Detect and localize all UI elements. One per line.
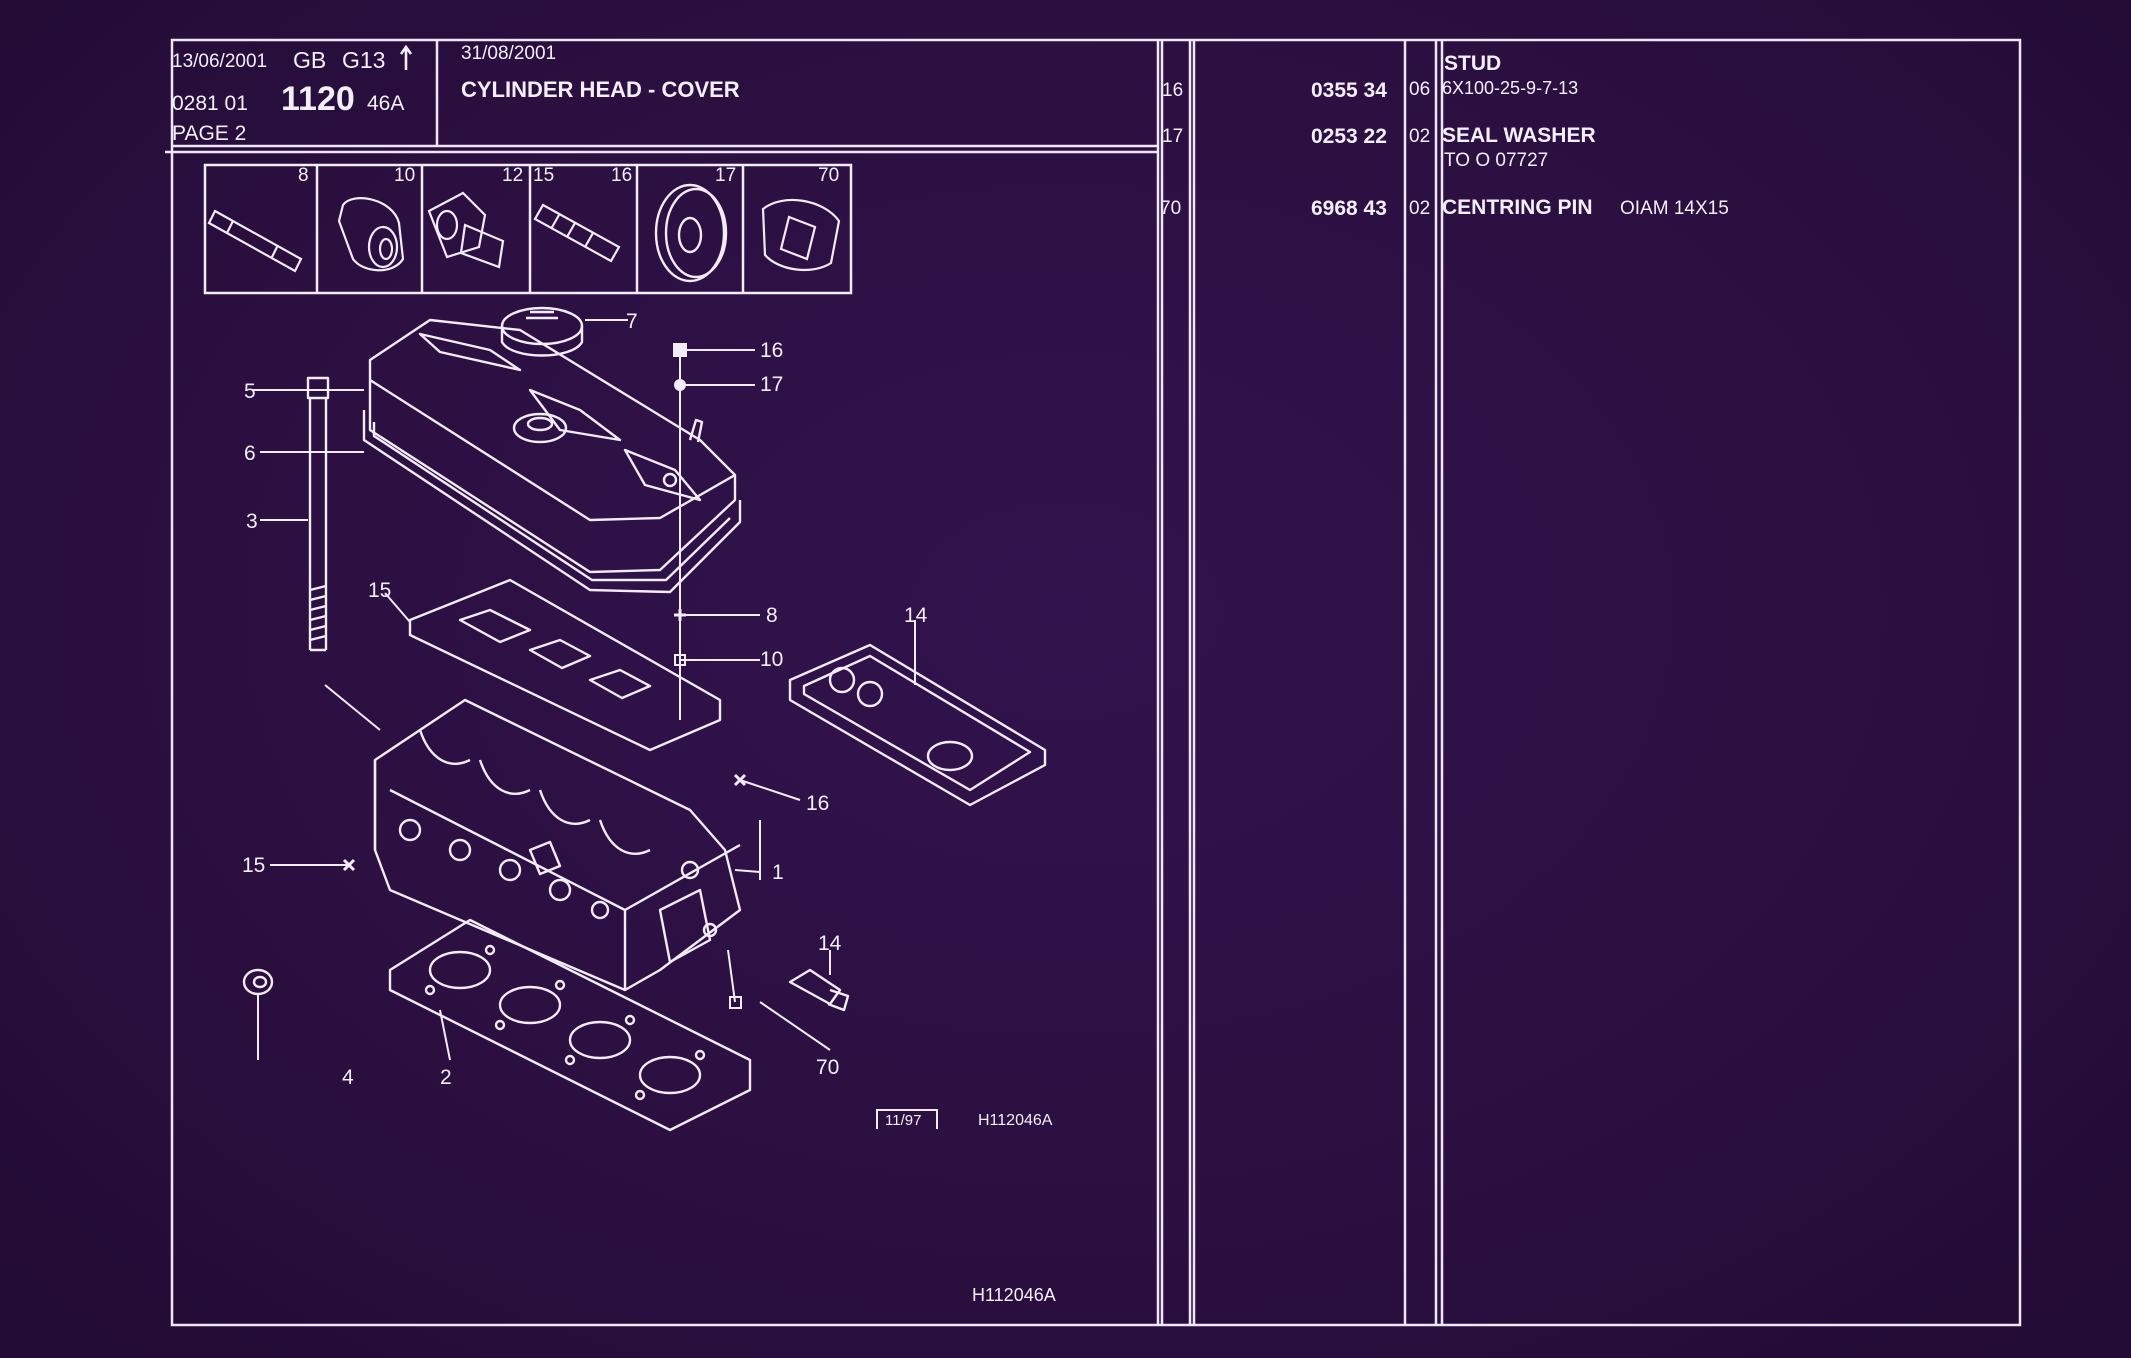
drawing-ref-bottom: H112046A: [972, 1285, 1056, 1305]
row-ref: 16: [1162, 80, 1184, 101]
kit-label-12: 12: [502, 165, 524, 186]
oil-filler-cap: [500, 306, 584, 357]
callout-1: 1: [772, 861, 784, 884]
callout-4: 4: [342, 1066, 354, 1089]
callout-5: 5: [244, 380, 256, 403]
callout-14: 14: [818, 932, 842, 955]
page-number: PAGE 2: [172, 122, 247, 145]
row-qty: 02: [1409, 198, 1431, 219]
row-note: TO O 07727: [1444, 150, 1549, 171]
cover-gasket: [362, 410, 742, 594]
row-qty: 06: [1409, 79, 1431, 100]
catalog-code-prefix: 0281 01: [172, 92, 248, 115]
callout-10: 10: [760, 648, 784, 671]
rocker-cover: [368, 318, 737, 574]
catalog-code-suffix: 46A: [367, 92, 405, 115]
row-name: STUD: [1444, 52, 1502, 75]
revision-stamp: 11/97: [885, 1112, 922, 1129]
row-partno: 0355 34: [1311, 79, 1387, 102]
language-code: GB: [293, 47, 327, 73]
row-ref: 70: [1160, 198, 1182, 219]
exploded-view-diagram: [242, 306, 1047, 1132]
callout-13: 14: [904, 604, 928, 627]
kit-label-10: 10: [394, 165, 416, 186]
callout-6: 6: [244, 442, 256, 465]
arrow-up-icon: [399, 44, 413, 70]
row-spec: OIAM 14X15: [1620, 198, 1729, 219]
callout-17: 17: [760, 373, 784, 396]
kit-label-70: 70: [818, 165, 840, 186]
temperature-sensor: [788, 968, 850, 1012]
callout-2: 2: [440, 1066, 452, 1089]
cylinder-head-bolt: [306, 376, 330, 652]
row-name: CENTRING PIN: [1442, 196, 1593, 219]
callout-11: 15: [368, 579, 392, 602]
row-qty: 02: [1409, 126, 1431, 147]
update-date: 31/08/2001: [461, 43, 557, 64]
head-gasket: [388, 918, 752, 1132]
drawing-ref-small: H112046A: [978, 1112, 1053, 1129]
baffle-plate: [408, 578, 722, 752]
row-partno: 0253 22: [1311, 125, 1387, 148]
row-ref: 17: [1162, 126, 1184, 147]
cylinder-head: [373, 698, 742, 992]
side-cover: [788, 643, 1047, 807]
kit-label-8: 8: [298, 165, 309, 186]
callout-7: 7: [626, 310, 638, 333]
page-title: CYLINDER HEAD - COVER: [461, 77, 740, 102]
row-spec: 6X100-25-9-7-13: [1442, 78, 1579, 98]
kit-strip: [203, 163, 853, 295]
kit-label-16: 16: [611, 165, 633, 186]
catalog-code-main: 1120: [281, 80, 355, 118]
revision-stamp-box: [876, 1109, 938, 1129]
callout-12: 16: [760, 339, 784, 362]
row-name: SEAL WASHER: [1442, 124, 1596, 147]
row-partno: 6968 43: [1311, 197, 1387, 220]
print-date: 13/06/2001: [172, 51, 268, 72]
callout-16: 16: [806, 792, 830, 815]
callout-3: 3: [246, 510, 258, 533]
callout-70: 70: [816, 1056, 840, 1079]
expansion-plug: [242, 968, 274, 996]
model-code: G13: [342, 47, 386, 73]
kit-label-17: 17: [715, 165, 737, 186]
kit-label-15: 15: [533, 165, 555, 186]
callout-15: 15: [242, 854, 266, 877]
callout-8: 8: [766, 604, 778, 627]
